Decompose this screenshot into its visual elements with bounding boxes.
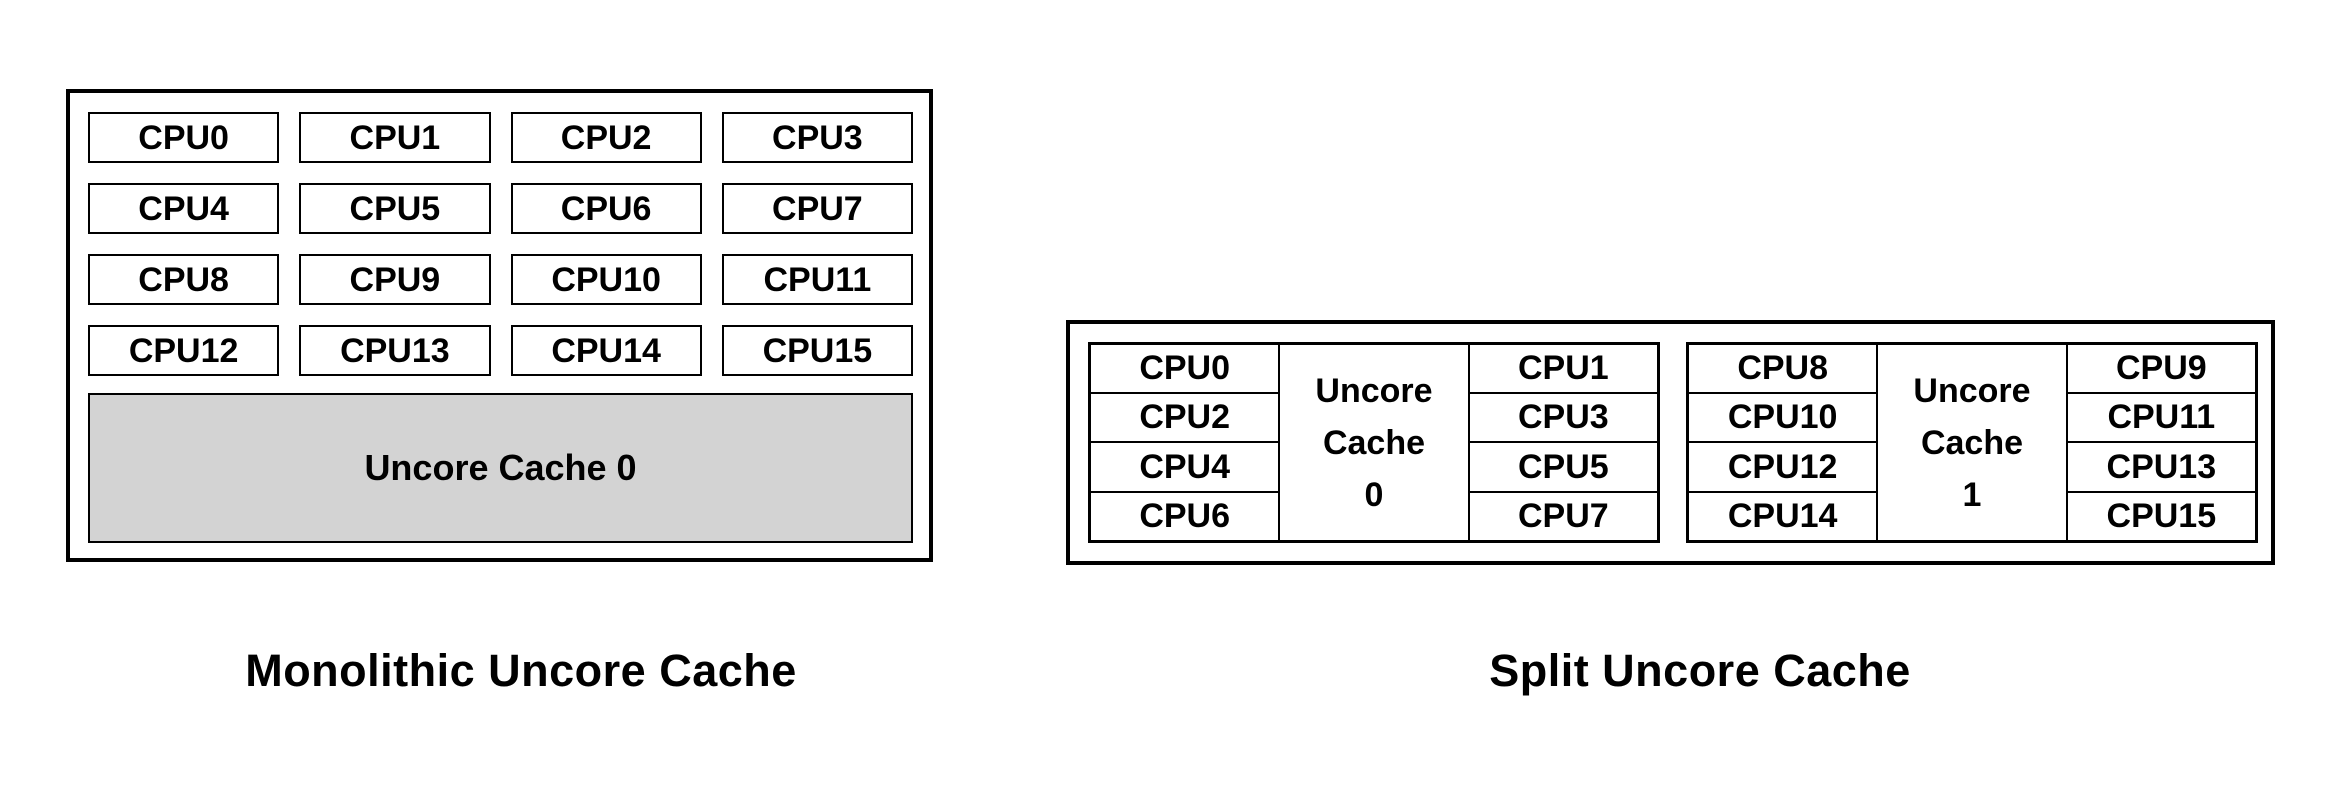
- split-group-1: CPU8 Uncore Cache 1 CPU9 CPU10 CPU11 CPU…: [1686, 342, 2258, 543]
- cpu-box: CPU5: [299, 183, 491, 234]
- split-caption: Split Uncore Cache: [1489, 645, 1911, 696]
- cpu-cell: CPU2: [1088, 392, 1281, 444]
- cpu-cell: CPU14: [1686, 490, 1879, 543]
- cpu-box: CPU12: [88, 325, 280, 376]
- cpu-cell: CPU13: [2065, 441, 2258, 493]
- monolithic-cpu-grid: CPU0 CPU1 CPU2 CPU3 CPU4 CPU5 CPU6 CPU7 …: [88, 112, 913, 376]
- uncore-cache-1-cell: Uncore Cache 1: [1876, 342, 2068, 543]
- cpu-cell: CPU4: [1088, 441, 1281, 493]
- cpu-cell: CPU7: [1467, 490, 1660, 543]
- cpu-cell: CPU12: [1686, 441, 1879, 493]
- uncore-cache-0-cell: Uncore Cache 0: [1278, 342, 1470, 543]
- cpu-box: CPU8: [88, 254, 280, 305]
- cpu-cell: CPU9: [2065, 342, 2258, 395]
- cpu-box: CPU3: [721, 112, 913, 163]
- uncore-cache-0-box: Uncore Cache 0: [88, 393, 913, 543]
- cpu-cell: CPU3: [1467, 392, 1660, 444]
- split-group-0: CPU0 Uncore Cache 0 CPU1 CPU2 CPU3 CPU4 …: [1088, 342, 1660, 543]
- cpu-box: CPU2: [510, 112, 702, 163]
- monolithic-caption: Monolithic Uncore Cache: [245, 645, 797, 696]
- cache-label-line: 0: [1364, 475, 1384, 514]
- split-diagram-inner: CPU0 Uncore Cache 0 CPU1 CPU2 CPU3 CPU4 …: [1088, 342, 2258, 543]
- cpu-cell: CPU8: [1686, 342, 1879, 395]
- cache-label-line: Cache: [1920, 423, 2024, 462]
- cpu-cell: CPU5: [1467, 441, 1660, 493]
- split-diagram: CPU0 Uncore Cache 0 CPU1 CPU2 CPU3 CPU4 …: [1066, 320, 2275, 565]
- cpu-cell: CPU6: [1088, 490, 1281, 543]
- cpu-box: CPU14: [510, 325, 702, 376]
- cpu-box: CPU4: [88, 183, 280, 234]
- cpu-box: CPU1: [299, 112, 491, 163]
- cpu-cell: CPU10: [1686, 392, 1879, 444]
- cache-label-line: Uncore: [1913, 371, 2031, 410]
- cpu-cell: CPU0: [1088, 342, 1281, 395]
- cpu-cell: CPU1: [1467, 342, 1660, 395]
- cache-label-line: 1: [1962, 475, 1982, 514]
- monolithic-diagram: CPU0 CPU1 CPU2 CPU3 CPU4 CPU5 CPU6 CPU7 …: [66, 89, 933, 562]
- cpu-cell: CPU11: [2065, 392, 2258, 444]
- cpu-box: CPU6: [510, 183, 702, 234]
- cpu-box: CPU9: [299, 254, 491, 305]
- cpu-box: CPU15: [721, 325, 913, 376]
- cpu-box: CPU13: [299, 325, 491, 376]
- cpu-box: CPU10: [510, 254, 702, 305]
- cpu-box: CPU7: [721, 183, 913, 234]
- cache-label-line: Uncore: [1315, 371, 1433, 410]
- cpu-box: CPU11: [721, 254, 913, 305]
- cache-label-line: Cache: [1322, 423, 1426, 462]
- cpu-box: CPU0: [88, 112, 280, 163]
- cpu-cell: CPU15: [2065, 490, 2258, 543]
